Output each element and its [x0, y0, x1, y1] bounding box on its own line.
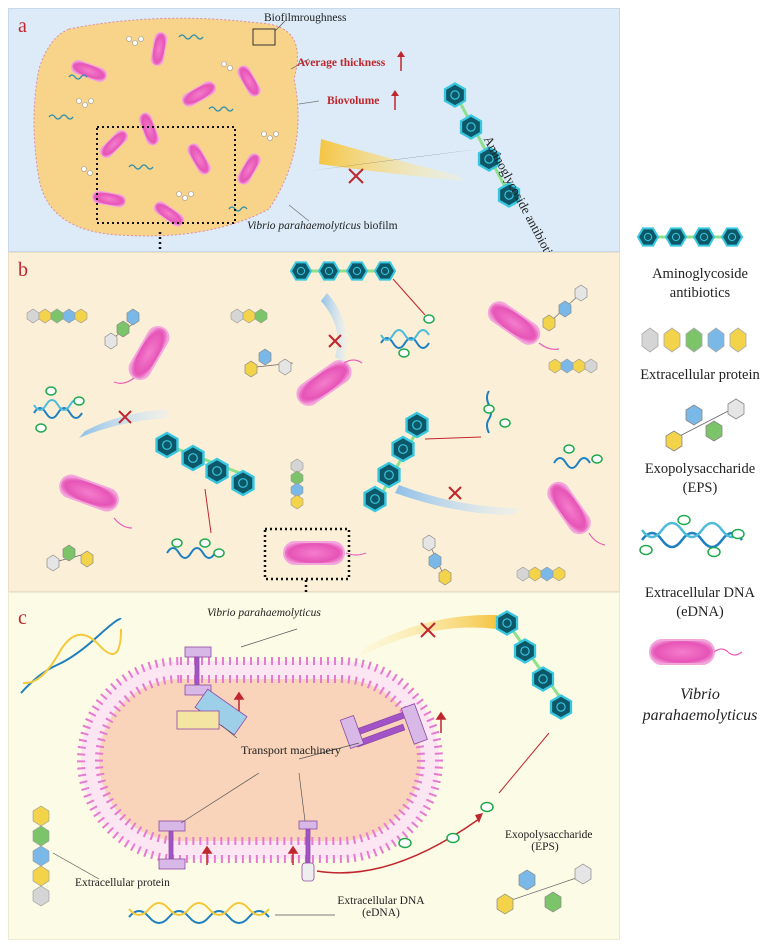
roughness-label: Biofilmroughness: [264, 12, 347, 24]
yellow-arrow-c: [359, 614, 497, 657]
edna-label-c-line2: (eDNA): [362, 907, 400, 919]
biovolume-label: Biovolume: [327, 95, 380, 107]
legend-eps-line1: Exopolysaccharide: [644, 461, 756, 477]
panel-b-edna: [33, 329, 591, 559]
panel-b: b: [8, 252, 620, 592]
legend-eps-label: Exopolysaccharide (EPS): [620, 460, 780, 498]
biofilm-suffix: biofilm: [360, 220, 398, 232]
biofilm-particles: [76, 36, 279, 201]
legend-protein-icon: [641, 327, 747, 353]
legend-antibiotic-icon: [634, 222, 746, 252]
panel-b-proteins: [26, 308, 598, 582]
panel-b-antibiotic-top: [287, 256, 399, 286]
biofilm-species: Vibrio parahaemolyticus: [247, 220, 361, 232]
eps-label-c-line2: (EPS): [531, 841, 559, 853]
panel-c-eps: [496, 863, 592, 915]
zoom-box-b: [263, 527, 351, 581]
panel-b-label: b: [18, 259, 28, 281]
legend-edna-icon: [640, 521, 744, 549]
edna-label-c: Extracellular DNA (eDNA): [331, 895, 431, 919]
legend-protein-label: Extracellular protein: [620, 366, 780, 385]
legend-protein-line1: Extracellular protein: [640, 367, 760, 383]
antibiotic-chain-c: [495, 610, 573, 720]
panel-c-dna-top: [20, 617, 122, 694]
panel-b-illustration: [26, 256, 606, 586]
panel-c-charges: [398, 801, 494, 849]
thickness-label: Average thickness: [297, 57, 386, 69]
block-x-a: [348, 168, 364, 184]
antibiotic-chain-a: [443, 82, 521, 208]
biofilm-dna-bits: [48, 34, 248, 212]
panel-b-antibiotic-left: [155, 431, 255, 497]
interaction-arrows-b: [204, 278, 482, 534]
legend-bacterium-icon: [649, 639, 743, 665]
legend-edna-label: Extracellular DNA (eDNA): [620, 584, 780, 622]
biofilm-blob: [33, 17, 299, 237]
legend: Aminoglycoside antibiotics Extracellular…: [620, 0, 782, 946]
roughness-box: [252, 28, 276, 46]
eps-label-c-line1: Exopolysaccharide: [505, 829, 593, 841]
blue-arrow-b2: [79, 409, 169, 438]
biofilm-label: Vibrio parahaemolyticus biofilm: [247, 220, 398, 232]
secretion-arrow-c: [316, 818, 480, 874]
transport-proteins: [158, 646, 428, 882]
block-x-b: [118, 334, 462, 500]
legend-eps-icon: [665, 398, 745, 452]
increase-arrows-c: [201, 691, 447, 865]
panel-b-edna-charges: [35, 314, 603, 558]
transport-label: Transport machinery: [241, 743, 341, 757]
legend-bacterium-line1: Vibrio: [680, 686, 720, 703]
block-x-c: [420, 622, 436, 638]
panel-c-proteins: [32, 805, 50, 907]
yellow-arrow-a: [319, 139, 464, 181]
legend-eps-line2: (EPS): [682, 480, 718, 496]
protein-label-c: Extracellular protein: [75, 877, 170, 889]
legend-edna-line1: Extracellular DNA: [645, 585, 755, 601]
legend-antibiotic-line1: Aminoglycoside: [652, 266, 748, 282]
legend-bacterium-label: Vibrio parahaemolyticus: [620, 684, 780, 726]
transport-leaders: [180, 628, 360, 824]
legend-edna-line2: (eDNA): [676, 604, 724, 620]
panel-a-label: a: [18, 15, 27, 37]
panel-b-antibiotic-center: [363, 411, 429, 513]
species-label-c: Vibrio parahaemolyticus: [207, 607, 321, 619]
blue-arrow-b1: [321, 293, 347, 363]
panel-a-illustration: [33, 17, 521, 237]
panel-a: a: [8, 8, 620, 267]
blue-arrow-b3: [395, 485, 521, 515]
inner-membrane: [95, 675, 425, 845]
panel-c-label: c: [18, 607, 27, 629]
eps-label-c: Exopolysaccharide (EPS): [505, 829, 593, 853]
edna-label-c-line1: Extracellular DNA: [337, 895, 425, 907]
legend-icons: [634, 222, 747, 665]
panel-c-illustration: [20, 610, 592, 924]
panel-b-eps: [46, 284, 588, 586]
interaction-arrow-c: [498, 732, 550, 794]
panel-c-dna-bottom: [128, 902, 270, 924]
panel-b-bacteria: [56, 297, 595, 565]
legend-antibiotic-line2: antibiotics: [669, 285, 731, 301]
legend-bacterium-line2: parahaemolyticus: [642, 707, 758, 724]
panel-c: c: [8, 592, 620, 940]
zoom-box-a: [96, 126, 236, 224]
legend-antibiotic-label: Aminoglycoside antibiotics: [620, 265, 780, 303]
